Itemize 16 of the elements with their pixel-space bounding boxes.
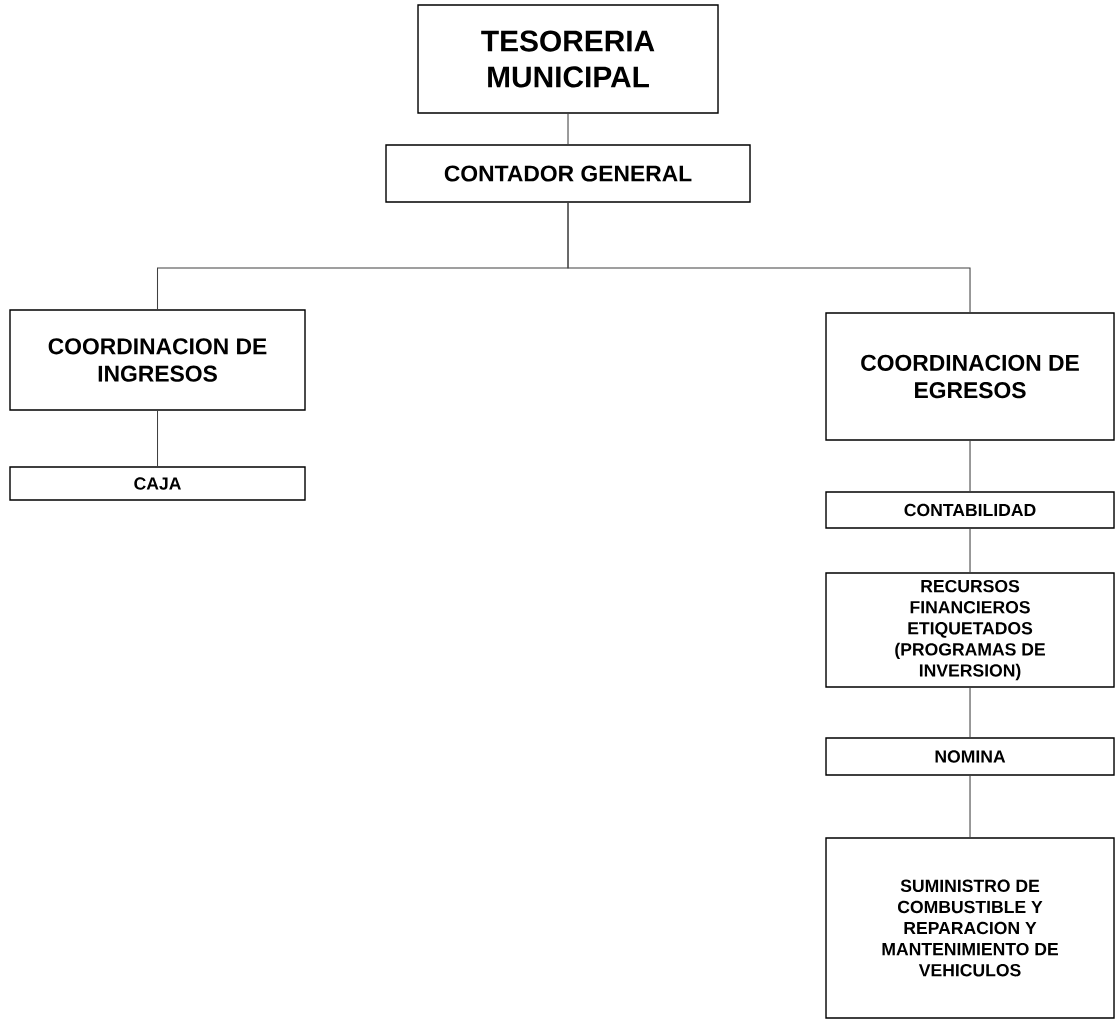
org-box: NOMINA — [825, 737, 1115, 776]
connector-line — [969, 528, 971, 573]
connector-line — [157, 410, 159, 467]
connector-line — [567, 113, 569, 145]
connector-line — [969, 687, 971, 738]
connector-line — [969, 440, 971, 492]
connector-line — [969, 775, 971, 838]
org-box: COORDINACION DE EGRESOS — [825, 312, 1115, 441]
org-box: TESORERIA MUNICIPAL — [417, 4, 719, 114]
org-box: COORDINACION DE INGRESOS — [9, 309, 306, 411]
org-box: CONTADOR GENERAL — [385, 144, 751, 203]
org-box: SUMINISTRO DE COMBUSTIBLE Y REPARACION Y MANTENIMIENTO DE VEHICULOS — [825, 837, 1115, 1019]
connector-line — [567, 202, 971, 313]
org-box: CONTABILIDAD — [825, 491, 1115, 529]
org-box: CAJA — [9, 466, 306, 501]
org-box: RECURSOS FINANCIEROS ETIQUETADOS (PROGRAMAS DE INVERSION) — [825, 572, 1115, 688]
